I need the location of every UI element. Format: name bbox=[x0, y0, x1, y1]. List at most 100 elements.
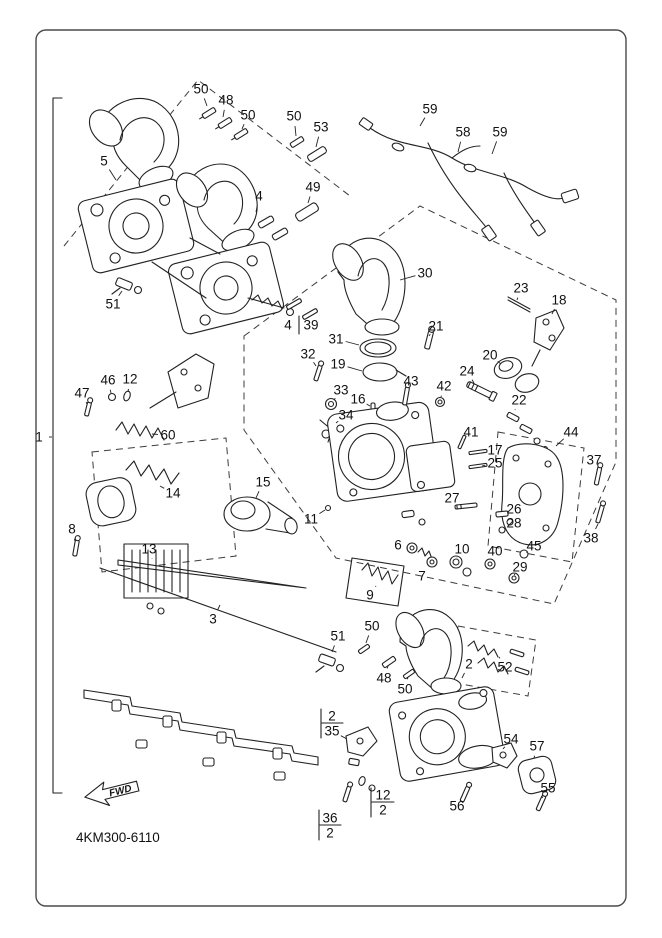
label-brackets bbox=[298, 315, 395, 841]
callout-label: 9 bbox=[366, 588, 374, 603]
callout-label: 12 bbox=[122, 372, 137, 387]
callout-leader-line bbox=[457, 141, 462, 153]
callout-leader-line bbox=[375, 585, 377, 587]
callout-label: 2 bbox=[465, 657, 473, 672]
screw-parts-top bbox=[199, 107, 327, 320]
bracket-and-cap-parts bbox=[493, 296, 565, 393]
callout-leader-line bbox=[255, 491, 260, 499]
callout-label: 12 bbox=[375, 788, 390, 803]
callout-label: 8 bbox=[68, 522, 76, 537]
callout-leader-line bbox=[419, 117, 426, 127]
callout-leader-line bbox=[366, 403, 371, 407]
callout-label: 46 bbox=[100, 373, 115, 388]
callout-leader-line bbox=[127, 388, 129, 393]
callout-leader-line bbox=[159, 485, 165, 489]
callout-label: 20 bbox=[482, 348, 497, 363]
callout-leader-line bbox=[313, 362, 317, 367]
callout-leader-line bbox=[551, 308, 555, 315]
callout-label: 2 bbox=[379, 803, 387, 818]
callout-leader-line bbox=[595, 523, 599, 530]
callout-label: 41 bbox=[463, 425, 478, 440]
callout-label: 49 bbox=[305, 180, 320, 195]
callout-label: 6 bbox=[394, 538, 402, 553]
fwd-label: FWD bbox=[108, 783, 133, 799]
callout-label: 37 bbox=[586, 453, 601, 468]
callout-label: 7 bbox=[418, 569, 426, 584]
callout-label: 50 bbox=[364, 619, 379, 634]
callout-leader-line bbox=[340, 735, 348, 740]
callout-leader-line bbox=[502, 746, 506, 750]
callout-label: 18 bbox=[551, 293, 566, 308]
wiring-harness bbox=[358, 117, 580, 242]
callout-label: 57 bbox=[529, 739, 544, 754]
callout-label: 1 bbox=[35, 430, 43, 445]
callout-leader-line bbox=[461, 672, 465, 679]
callout-label: 44 bbox=[563, 425, 579, 440]
assembly-bracket-line bbox=[52, 97, 63, 794]
callout-leader-line bbox=[428, 333, 431, 337]
callout-leader-line bbox=[541, 796, 544, 799]
callout-label: 24 bbox=[459, 364, 475, 379]
callout-label: 48 bbox=[376, 671, 391, 686]
callout-leader-line bbox=[555, 438, 565, 447]
callout-label: 14 bbox=[165, 486, 181, 501]
callout-label: 28 bbox=[506, 516, 521, 531]
callout-label: 34 bbox=[338, 408, 354, 423]
callout-label: 43 bbox=[403, 374, 418, 389]
jet-and-screw-cluster bbox=[345, 381, 607, 607]
callout-label: 23 bbox=[513, 281, 528, 296]
callout-leader-line bbox=[526, 551, 528, 553]
lower-carb-assembly bbox=[315, 609, 557, 812]
callout-label: 29 bbox=[512, 560, 527, 575]
callout-leader-line bbox=[345, 341, 360, 346]
callout-label: 54 bbox=[503, 732, 519, 747]
callout-leader-line bbox=[365, 635, 370, 644]
callout-leader-line bbox=[516, 297, 519, 301]
callout-label: 50 bbox=[240, 108, 255, 123]
callout-label: 48 bbox=[218, 93, 233, 108]
callout-label: 42 bbox=[436, 379, 451, 394]
part-code: 4KM300-6110 bbox=[76, 830, 160, 845]
callout-label: 45 bbox=[526, 539, 541, 554]
callout-leader-line bbox=[533, 755, 536, 759]
page-border bbox=[35, 29, 627, 907]
callout-leader-line bbox=[347, 366, 363, 372]
callout-label: 59 bbox=[492, 125, 507, 140]
callout-label: 50 bbox=[286, 109, 301, 124]
callout-label: 39 bbox=[303, 318, 318, 333]
callout-leader-line bbox=[335, 420, 339, 424]
fwd-arrow: FWD bbox=[84, 780, 140, 806]
callout-label: 31 bbox=[328, 332, 343, 347]
callout-label: 3 bbox=[209, 612, 217, 627]
callout-leader-line bbox=[331, 645, 335, 653]
callout-leader-line bbox=[513, 573, 516, 576]
callout-leader-line bbox=[307, 196, 311, 204]
callout-label: 60 bbox=[160, 428, 175, 443]
callout-label: 53 bbox=[313, 120, 328, 135]
callout-leader-line bbox=[399, 275, 416, 281]
callout-label: 33 bbox=[333, 383, 348, 398]
callout-leader-line bbox=[315, 136, 320, 148]
mounting-rail bbox=[83, 689, 319, 781]
callout-label: 50 bbox=[397, 682, 412, 697]
callout-label: 36 bbox=[322, 811, 337, 826]
callout-leader-line bbox=[255, 205, 258, 213]
diaphragm-group bbox=[72, 353, 337, 653]
callout-leader-line bbox=[319, 509, 326, 514]
callout-label: 56 bbox=[449, 799, 464, 814]
callout-label: 59 bbox=[422, 102, 437, 117]
callout-leader-line bbox=[333, 397, 336, 401]
callout-label: 5 bbox=[100, 154, 108, 169]
callout-label: 27 bbox=[444, 491, 459, 506]
callout-label: 22 bbox=[511, 393, 526, 408]
callout-leader-line bbox=[498, 656, 501, 659]
callout-label: 11 bbox=[304, 512, 318, 527]
callout-label: 10 bbox=[454, 542, 469, 557]
callout-label: 13 bbox=[141, 542, 156, 557]
callout-label: 16 bbox=[350, 392, 365, 407]
callout-leader-line bbox=[118, 290, 123, 297]
callout-label: 55 bbox=[540, 781, 555, 796]
